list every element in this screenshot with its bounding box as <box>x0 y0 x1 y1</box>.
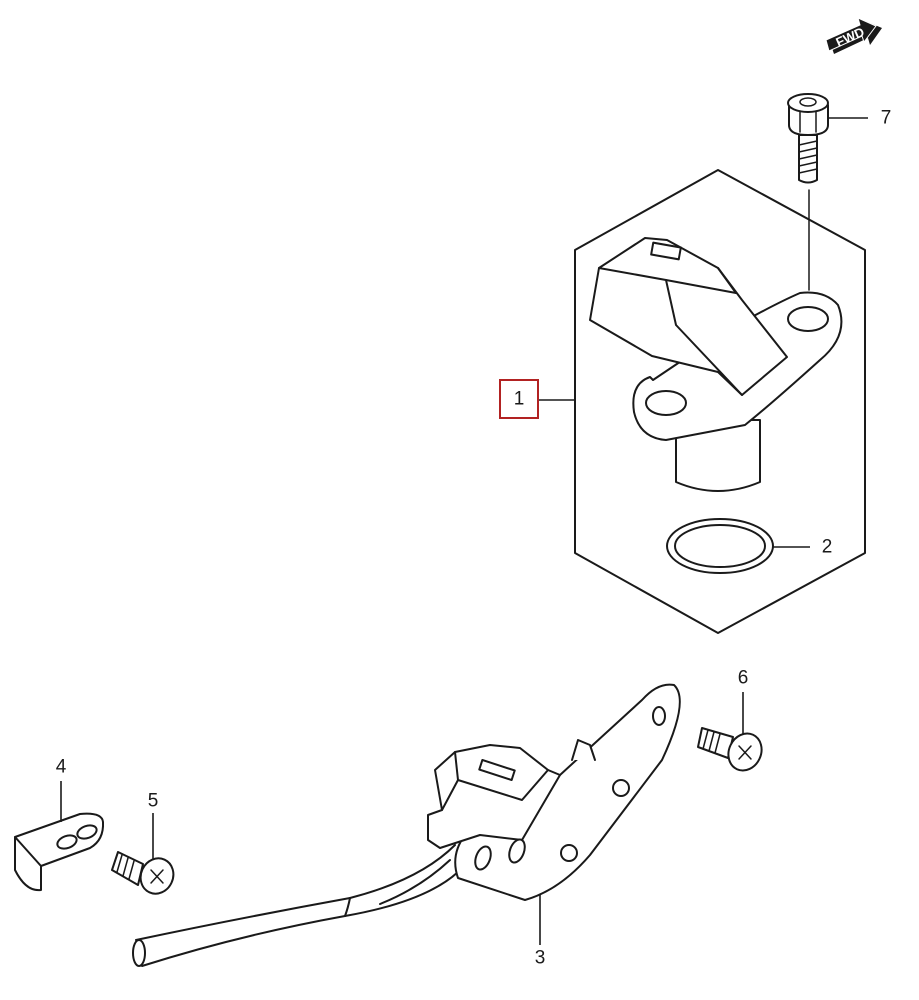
callout-5[interactable]: 5 <box>148 791 159 812</box>
sensor-1 <box>589 237 843 492</box>
callout-7[interactable]: 7 <box>881 108 892 129</box>
callout-6[interactable]: 6 <box>738 668 749 689</box>
clamp-4 <box>14 812 105 892</box>
o-ring-2 <box>666 518 774 574</box>
fwd-arrow-icon: FWD <box>825 17 882 54</box>
callout-3[interactable]: 3 <box>535 948 546 969</box>
bracket-3 <box>132 683 681 967</box>
callout-1-highlight-box <box>499 379 539 419</box>
screw-6 <box>697 727 763 772</box>
callout-2[interactable]: 2 <box>822 537 833 558</box>
callout-4[interactable]: 4 <box>56 757 67 778</box>
bolt-7 <box>787 93 829 184</box>
kit-outline <box>574 169 866 634</box>
screw-5 <box>111 851 175 895</box>
callout-1[interactable]: 1 <box>514 389 525 410</box>
